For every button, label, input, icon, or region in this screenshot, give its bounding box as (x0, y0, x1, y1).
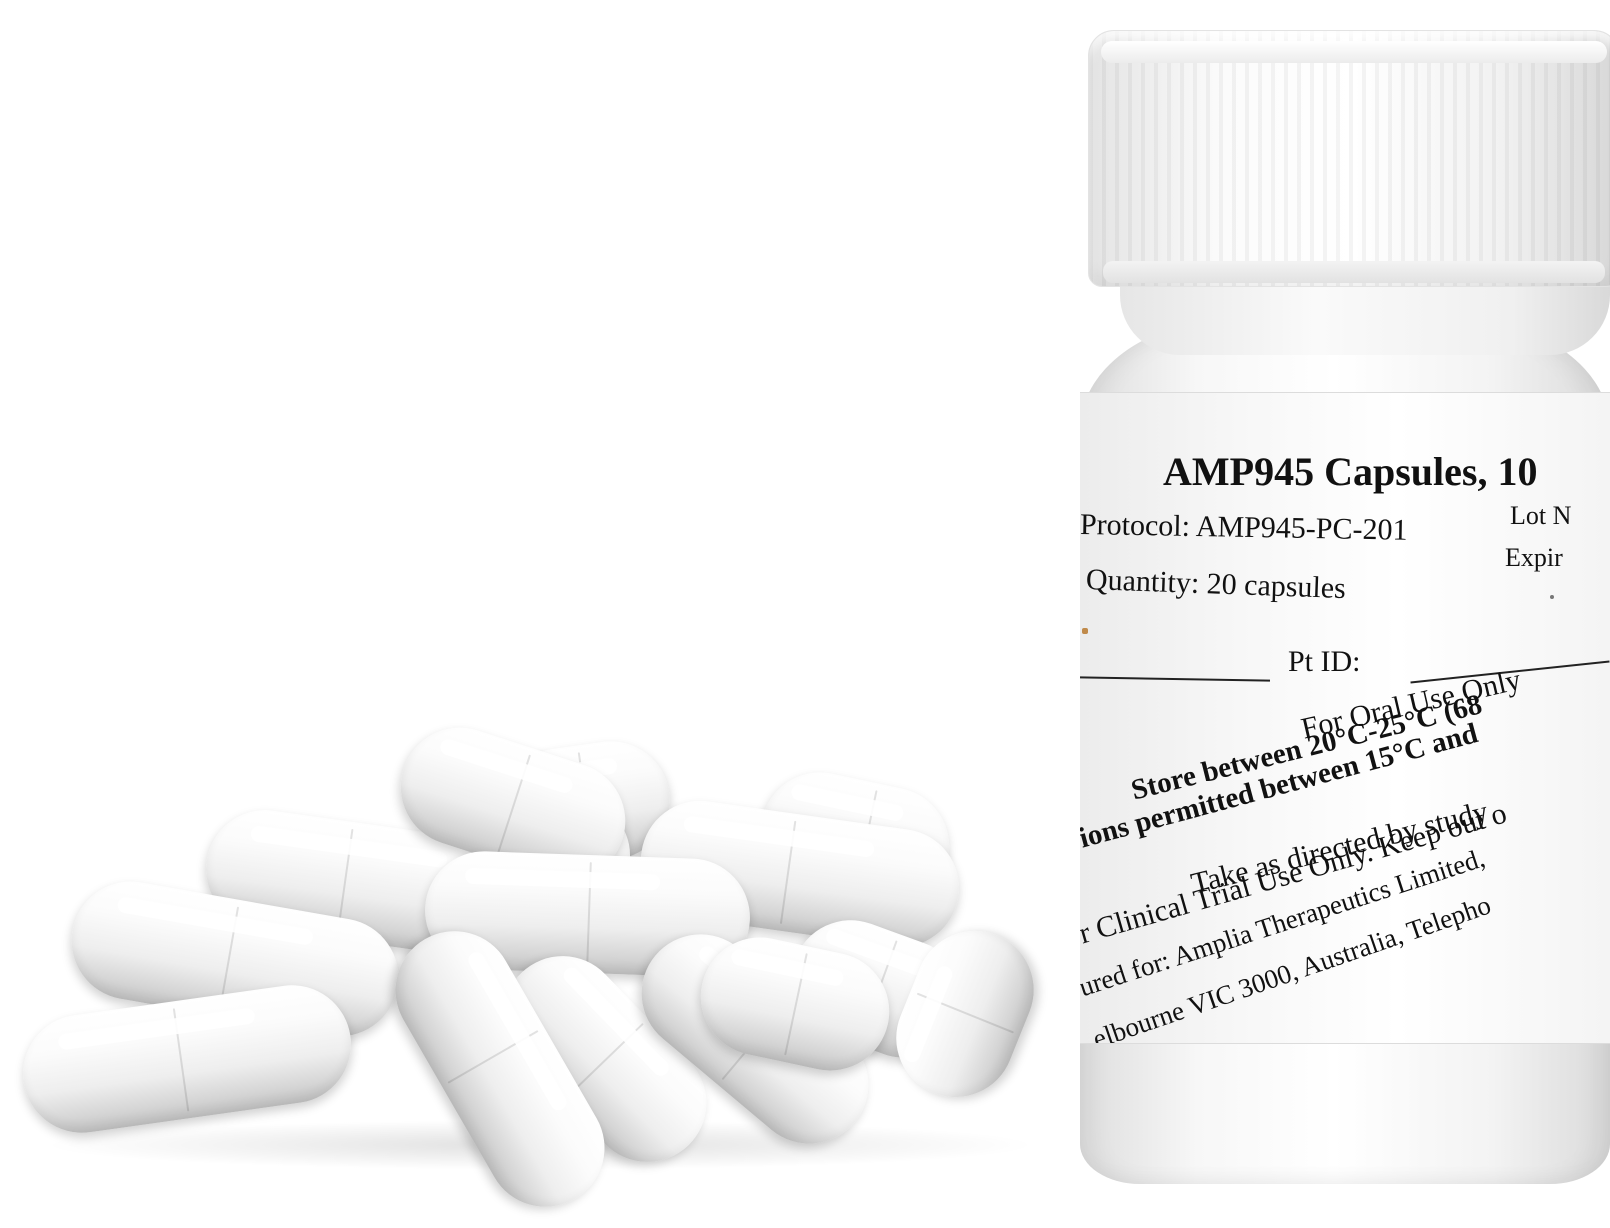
bottle-label: AMP945 Capsules, 10 Protocol: AMP945-PC-… (1080, 392, 1610, 1044)
bottle-cap-lip (1103, 261, 1605, 283)
label-expiry: Expir (1505, 543, 1563, 572)
label-patient-id: Pt ID: (1288, 645, 1361, 678)
medicine-bottle: AMP945 Capsules, 10 Protocol: AMP945-PC-… (1080, 20, 1610, 1204)
label-title: AMP945 Capsules, 10 (1163, 449, 1538, 494)
label-protocol: Protocol: AMP945-PC-201 (1080, 508, 1408, 547)
capsule (15, 977, 359, 1141)
label-smudge (1082, 628, 1088, 634)
bottle-cap (1088, 30, 1610, 287)
bottle-cap-top (1101, 41, 1607, 63)
capsule-shell (15, 977, 359, 1141)
label-write-line-left (1080, 676, 1271, 682)
bottle-neck (1120, 275, 1610, 355)
label-quantity: Quantity: 20 capsules (1085, 563, 1347, 606)
label-lot-number: Lot N (1510, 501, 1572, 530)
label-speck (1550, 595, 1554, 599)
